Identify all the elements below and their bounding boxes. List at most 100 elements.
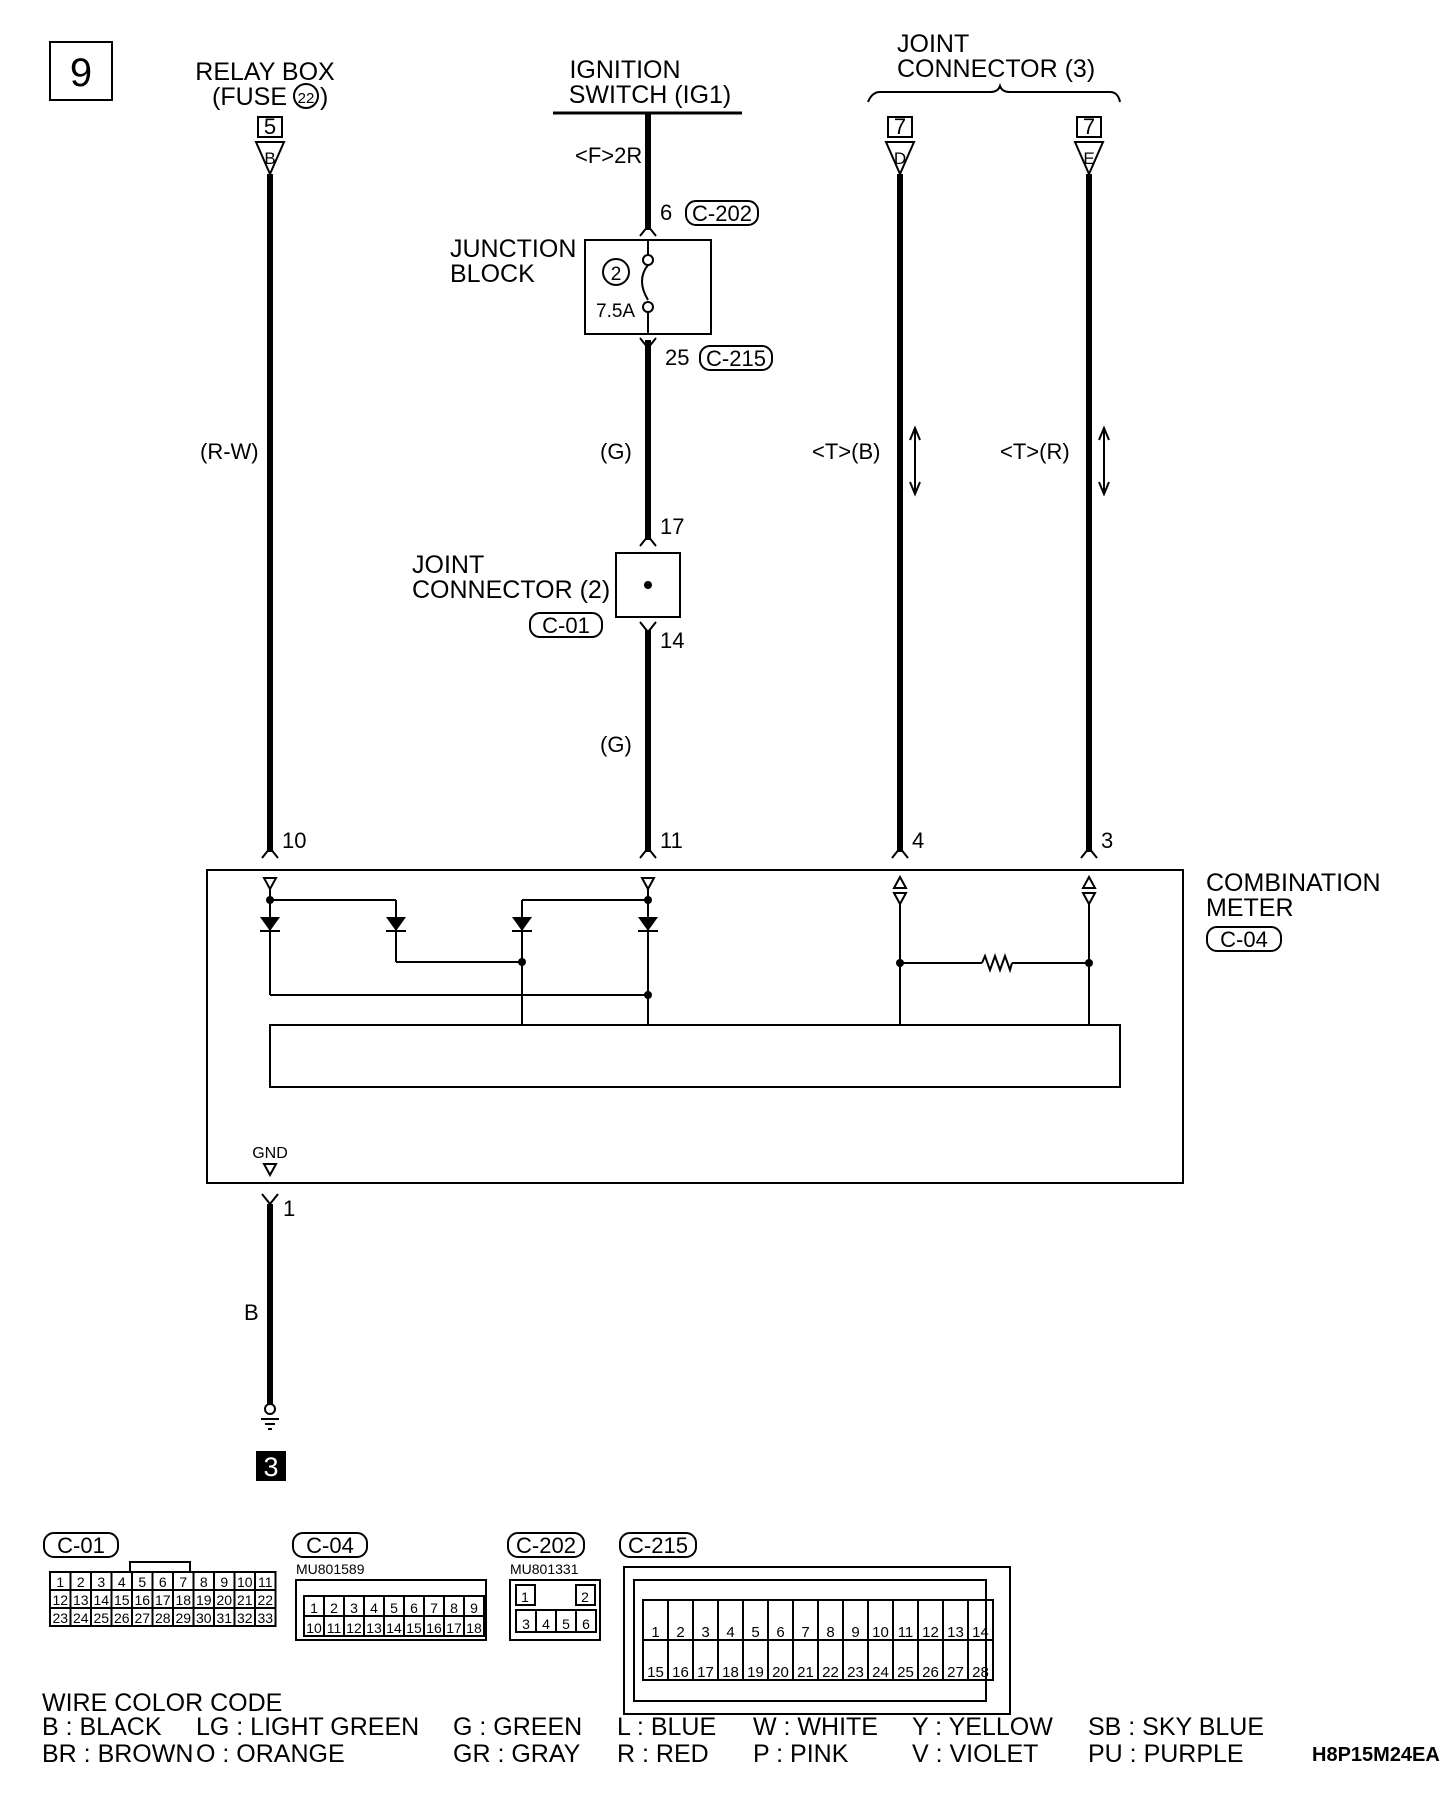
ignition-switch-sub: SWITCH (IG1)	[569, 81, 732, 109]
combination-meter-label: COMBINATION	[1206, 869, 1381, 897]
relay-box-terminal: B	[264, 149, 275, 168]
c01-pin: 15	[114, 1592, 130, 1608]
c04-pin: 6	[410, 1600, 418, 1616]
wire-color-code-entry: LG : LIGHT GREEN	[196, 1713, 419, 1741]
c04-pin: 11	[327, 1620, 342, 1636]
relay-wire-color: (R-W)	[200, 439, 259, 464]
wire-color-code-entry: L : BLUE	[617, 1713, 716, 1741]
jb-conn-out: C-215	[706, 346, 766, 371]
wire-color-code-entry: G : GREEN	[453, 1713, 582, 1741]
c01-pin: 8	[200, 1574, 208, 1590]
c215-pin: 1	[651, 1624, 659, 1641]
c01-pin: 5	[138, 1574, 146, 1590]
c01-pin: 22	[257, 1592, 273, 1608]
jc3-slot-e: 7	[1083, 114, 1095, 139]
diode-circuit	[266, 889, 652, 1025]
c215-housing	[623, 1566, 1011, 1715]
c215-pin: 24	[872, 1664, 889, 1681]
terminal-marker-10	[262, 877, 278, 892]
jc3-terminal-d: D	[894, 149, 906, 168]
joint-connector-2-label: JOINT	[412, 551, 484, 579]
fuse-number-circle	[293, 83, 319, 109]
c04-pin: 7	[430, 1600, 438, 1616]
wire-color-code-entry: PU : PURPLE	[1088, 1740, 1244, 1768]
jc3-terminal-e: E	[1083, 149, 1094, 168]
meter-internal-module	[269, 1024, 1121, 1088]
c04-pin: 2	[330, 1600, 338, 1616]
c202-pin: 4	[542, 1616, 550, 1632]
jb-connector-out-symbol	[639, 337, 657, 350]
c01-pin: 24	[73, 1610, 89, 1626]
meter-pin-10-symbol	[261, 846, 279, 859]
c215-cell	[967, 1639, 994, 1681]
c01-pin: 3	[97, 1574, 105, 1590]
c01-pin: 2	[77, 1574, 85, 1590]
jc3-d-wire-color: <T>(B)	[812, 439, 880, 464]
wire-color-code-entry: O : ORANGE	[196, 1740, 345, 1768]
joint-connector-3-sub: CONNECTOR (3)	[897, 55, 1095, 83]
c01-pin: 28	[155, 1610, 171, 1626]
c215-pin: 22	[822, 1664, 839, 1681]
c215-pin: 23	[847, 1664, 864, 1681]
meter-pin-4: 4	[912, 828, 924, 853]
jb-pin-out: 25	[665, 345, 689, 370]
c202-pin: 2	[581, 1589, 589, 1605]
c202-cell	[515, 1584, 536, 1606]
relay-box-label: RELAY BOX	[195, 58, 335, 86]
c215-pin: 18	[722, 1664, 739, 1681]
ground-terminal	[264, 1403, 276, 1415]
fuse-icon	[641, 240, 654, 334]
c01-badge	[43, 1532, 119, 1558]
c01-pin: 9	[220, 1574, 228, 1590]
c215-pin: 12	[922, 1624, 939, 1641]
ground-icon	[261, 1418, 279, 1430]
wire-color-code-row1: B : BLACK LG : LIGHT GREEN G : GREEN L : BL…	[42, 1713, 1264, 1741]
terminal-marker-4	[892, 874, 908, 907]
c202-cell	[575, 1609, 597, 1633]
document-code: H8P15M24EA	[1312, 1744, 1440, 1766]
terminal-marker-11	[640, 877, 656, 892]
c01-pin: 21	[237, 1592, 253, 1608]
jc2-conn-badge	[529, 612, 603, 638]
c04-pin: 12	[346, 1620, 362, 1636]
jc3-slot-e-box	[1076, 116, 1102, 138]
c215-pin: 9	[851, 1624, 859, 1641]
wire-color-code-entry: Y : YELLOW	[912, 1713, 1053, 1741]
c04-part: MU801589	[296, 1561, 365, 1577]
c215-label: C-215	[628, 1533, 688, 1558]
relay-box-slot-box	[257, 116, 283, 138]
jc2-junction-dot	[644, 581, 652, 589]
c04-pin: 8	[450, 1600, 458, 1616]
c04-pin: 18	[466, 1620, 482, 1636]
c04-cell	[463, 1615, 485, 1637]
wire-color-code-entry: SB : SKY BLUE	[1088, 1713, 1264, 1741]
c04-pin: 16	[426, 1620, 442, 1636]
relay-box-fuse-number: 22	[298, 90, 315, 107]
joint-connector-3-label: JOINT	[897, 30, 969, 58]
meter-gnd-label: GND	[252, 1145, 288, 1162]
page-number-box	[49, 41, 113, 101]
c01-pin: 17	[155, 1592, 171, 1608]
c215-pin: 16	[672, 1664, 689, 1681]
c01-pin: 14	[93, 1592, 109, 1608]
joint-connector-2-sub: CONNECTOR (2)	[412, 576, 610, 604]
c01-label: C-01	[57, 1533, 105, 1558]
ignition-switch-tag: <F>2R	[575, 143, 642, 168]
c01-pin: 11	[258, 1574, 273, 1590]
c202-pin: 3	[522, 1616, 530, 1632]
wire-color-code-entry: B : BLACK	[42, 1713, 162, 1741]
bidirectional-arrow-d	[909, 425, 921, 497]
c04-badge	[292, 1532, 368, 1558]
jb-conn-in: C-202	[692, 201, 752, 226]
combination-meter-box	[206, 869, 1184, 1184]
c04-pin: 15	[406, 1620, 422, 1636]
c202-housing	[509, 1579, 601, 1641]
c04-pin: 4	[370, 1600, 378, 1616]
c01-latch	[129, 1561, 191, 1573]
wire-color-code-entry: BR : BROWN	[42, 1740, 193, 1768]
c04-pin: 9	[470, 1600, 478, 1616]
meter-conn-badge	[1206, 926, 1282, 952]
c01-pin: 16	[134, 1592, 150, 1608]
g-wire-color-1: (G)	[600, 439, 632, 464]
ground-pin-symbol	[261, 1193, 279, 1206]
